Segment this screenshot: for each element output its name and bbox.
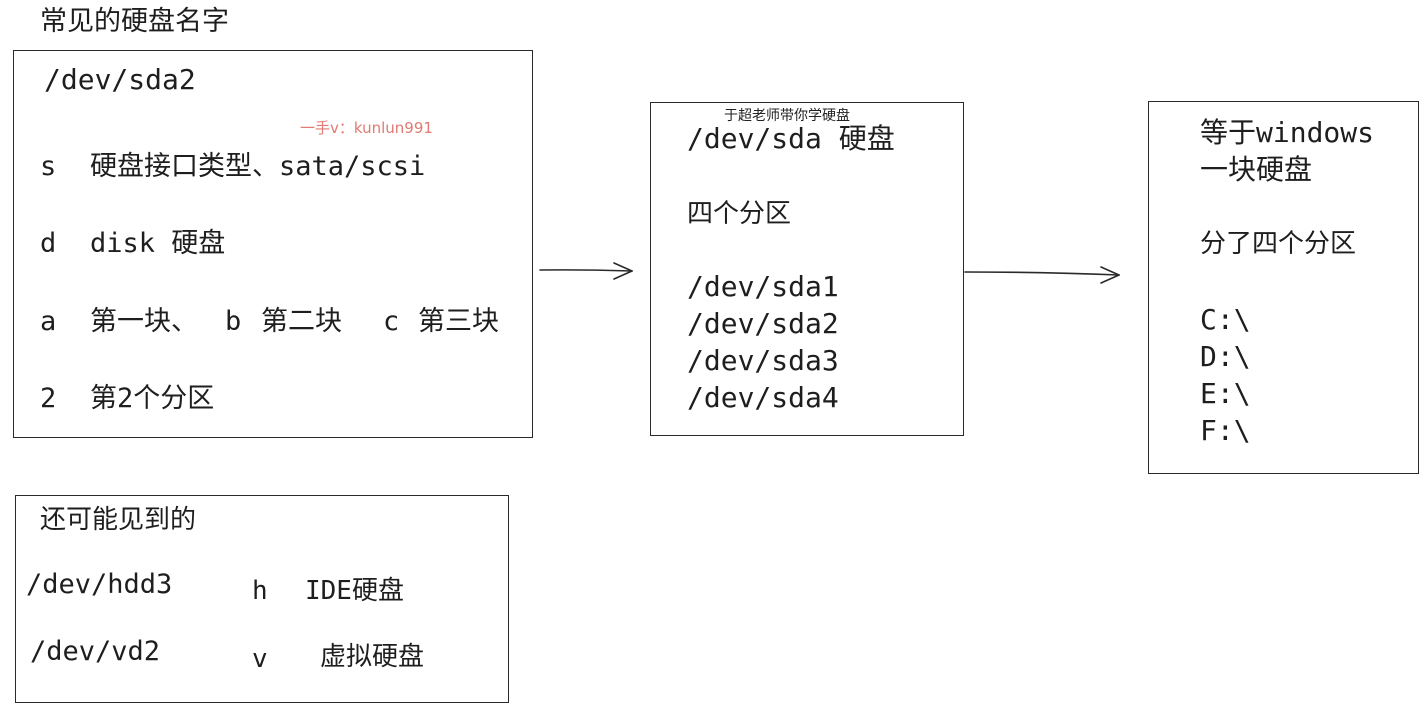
meaning-a: 第一块、 (90, 306, 198, 337)
letter-c: c (383, 306, 400, 337)
name-breakdown-box (13, 50, 533, 438)
meaning-v: 虚拟硬盘 (320, 642, 425, 672)
watermark-contact: 一手v：kunlun991 (300, 119, 433, 137)
letter-d: d (40, 228, 57, 259)
letter-b: b (225, 306, 242, 337)
letter-v: v (252, 644, 268, 674)
diagram-heading: 常见的硬盘名字 (40, 6, 229, 37)
drive-letter: F:\ (1200, 414, 1251, 447)
example-device-name: /dev/sda2 (44, 63, 196, 96)
meaning-b: 第二块 (261, 306, 342, 337)
watermark-course: 于超老师带你学硬盘 (724, 108, 850, 124)
letter-a: a (40, 306, 57, 337)
partitions-box (650, 102, 964, 436)
partition-item: /dev/sda1 (687, 270, 839, 303)
meaning-partition-number: 第2个分区 (90, 383, 215, 414)
partition-number: 2 (40, 383, 57, 414)
meaning-h: IDE硬盘 (305, 576, 404, 606)
meaning-d: disk 硬盘 (90, 228, 226, 259)
windows-equivalent: 等于windows (1200, 116, 1375, 149)
windows-one-disk: 一块硬盘 (1200, 153, 1313, 186)
disk-device: /dev/sda 硬盘 (687, 122, 895, 155)
arrow-to-windows (964, 266, 1120, 284)
letter-h: h (252, 576, 268, 606)
drive-letter: E:\ (1200, 377, 1251, 410)
drive-letter: D:\ (1200, 340, 1251, 373)
drive-letter: C:\ (1200, 303, 1251, 336)
windows-partitions-caption: 分了四个分区 (1200, 229, 1357, 259)
partition-item: /dev/sda3 (687, 344, 839, 377)
letter-s: s (40, 151, 57, 182)
partitions-caption: 四个分区 (687, 199, 792, 229)
virtual-device: /dev/vd2 (30, 636, 161, 667)
windows-analogy-box (1148, 101, 1419, 474)
partition-item: /dev/sda2 (687, 307, 839, 340)
other-names-title: 还可能见到的 (40, 505, 197, 535)
partition-item: /dev/sda4 (687, 381, 839, 414)
meaning-s: 硬盘接口类型、sata/scsi (90, 151, 426, 182)
other-names-box (15, 495, 509, 703)
arrow-to-partitions (539, 262, 633, 280)
ide-device: /dev/hdd3 (26, 569, 173, 600)
meaning-c: 第三块 (418, 306, 499, 337)
